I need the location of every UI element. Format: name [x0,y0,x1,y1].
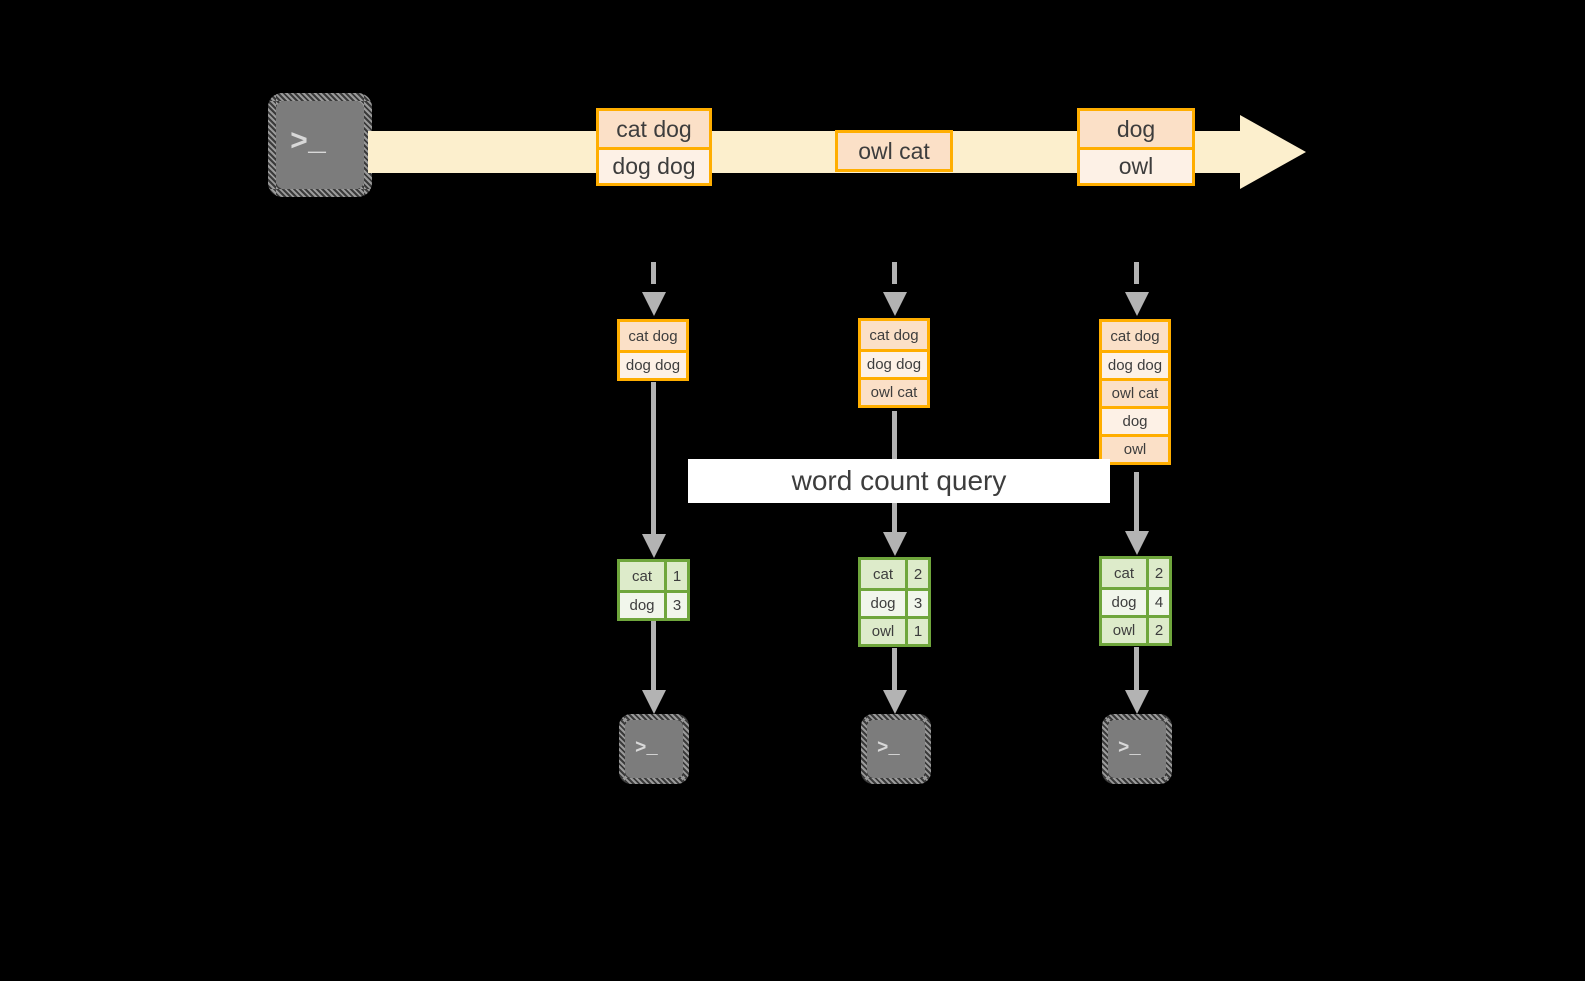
snapshot-2-buffer: cat dog dog dog owl cat [858,318,930,408]
terminal-screen: >_ [625,720,683,778]
buffer-row: dog [1102,406,1168,434]
snapshot-3-sink-arrowhead [1125,690,1149,714]
snapshot-2-dashed-connector [892,262,897,284]
snapshot-1-query-connector [651,382,656,537]
snapshot-3-sink-terminal-icon: >_ [1102,714,1172,784]
terminal-screen: >_ [1108,720,1166,778]
snapshot-1-dashed-arrowhead [642,292,666,316]
query-label-text: word count query [791,465,1007,496]
terminal-prompt-glyph: >_ [1118,736,1141,759]
result-word: cat [620,562,664,590]
buffer-row: cat dog [1102,322,1168,350]
snapshot-2-result-table: cat 2 dog 3 owl 1 [858,557,931,647]
snapshot-3-query-connector [1134,472,1139,534]
terminal-prompt-glyph: >_ [290,126,327,160]
buffer-row: owl cat [1102,378,1168,406]
result-count: 3 [664,593,687,618]
buffer-row: owl [1102,434,1168,462]
terminal-screen: >_ [276,101,364,189]
result-count: 2 [1146,559,1169,587]
result-count: 2 [905,560,928,588]
buffer-row: cat dog [861,321,927,349]
result-word: cat [1102,559,1146,587]
table-row: cat 2 [1102,559,1169,587]
source-terminal-icon: >_ [268,93,372,197]
stream-message-group-2: owl cat [835,130,953,172]
snapshot-3-query-arrowhead [1125,531,1149,555]
stream-message: owl cat [838,133,950,169]
result-word: dog [620,593,664,618]
snapshot-2-query-arrowhead [883,532,907,556]
terminal-prompt-glyph: >_ [635,736,658,759]
snapshot-2-dashed-arrowhead [883,292,907,316]
buffer-row: dog dog [861,349,927,377]
snapshot-3-buffer: cat dog dog dog owl cat dog owl [1099,319,1171,465]
table-row: owl 2 [1102,615,1169,643]
buffer-row: dog dog [1102,350,1168,378]
table-row: cat 2 [861,560,928,588]
table-row: cat 1 [620,562,687,590]
table-row: dog 4 [1102,587,1169,615]
snapshot-1-query-arrowhead [642,534,666,558]
query-label-band: word count query [688,459,1110,503]
result-word: dog [861,591,905,616]
stream-message-group-3: dog owl [1077,108,1195,186]
snapshot-2-sink-arrowhead [883,690,907,714]
snapshot-1-sink-connector [651,618,656,693]
snapshot-2-sink-connector [892,648,897,693]
stream-message: dog dog [599,147,709,183]
result-word: owl [1102,618,1146,643]
snapshot-3-result-table: cat 2 dog 4 owl 2 [1099,556,1172,646]
buffer-row: owl cat [861,377,927,405]
snapshot-1-result-table: cat 1 dog 3 [617,559,690,621]
result-word: cat [861,560,905,588]
snapshot-2-sink-terminal-icon: >_ [861,714,931,784]
table-row: owl 1 [861,616,928,644]
result-word: owl [861,619,905,644]
buffer-row: dog dog [620,350,686,378]
stream-message: cat dog [599,111,709,147]
snapshot-1-dashed-connector [651,262,656,284]
terminal-prompt-glyph: >_ [877,736,900,759]
buffer-row: cat dog [620,322,686,350]
result-count: 4 [1146,590,1169,615]
result-count: 2 [1146,618,1169,643]
stream-arrow-head [1240,115,1306,189]
table-row: dog 3 [620,590,687,618]
snapshot-1-buffer: cat dog dog dog [617,319,689,381]
result-count: 1 [664,562,687,590]
snapshot-3-dashed-arrowhead [1125,292,1149,316]
terminal-screen: >_ [867,720,925,778]
stream-message: owl [1080,147,1192,183]
snapshot-3-sink-connector [1134,647,1139,693]
result-word: dog [1102,590,1146,615]
snapshot-1-sink-terminal-icon: >_ [619,714,689,784]
stream-message-group-1: cat dog dog dog [596,108,712,186]
snapshot-3-dashed-connector [1134,262,1139,284]
table-row: dog 3 [861,588,928,616]
snapshot-1-sink-arrowhead [642,690,666,714]
result-count: 1 [905,619,928,644]
result-count: 3 [905,591,928,616]
stream-message: dog [1080,111,1192,147]
